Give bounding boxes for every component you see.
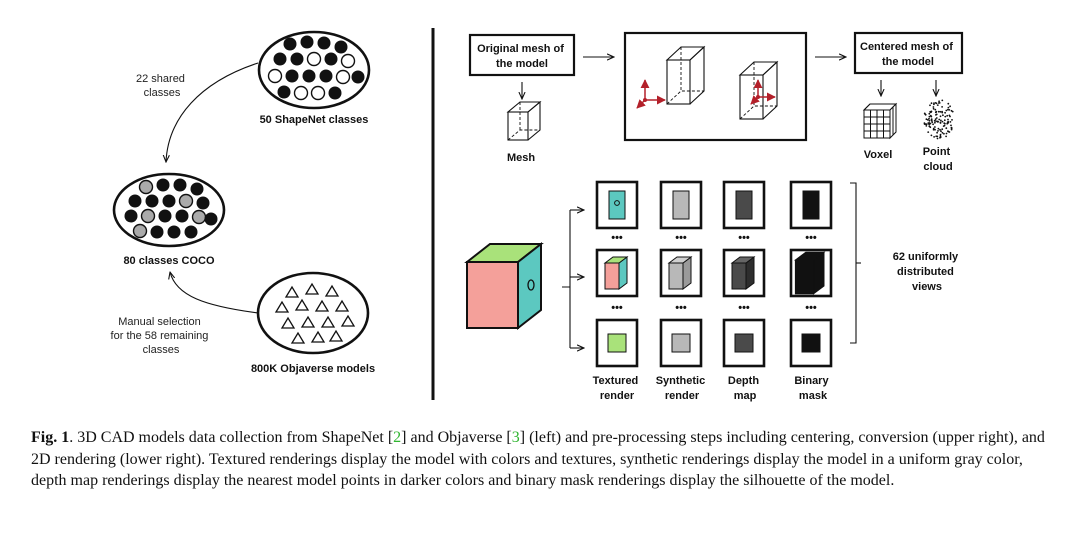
centered-mesh-label: Centered mesh of the model	[860, 41, 956, 68]
render-textured-top	[595, 318, 639, 368]
point-cloud-label: Point cloud	[923, 146, 954, 173]
coco-label: 80 classes COCO	[123, 255, 215, 267]
render-binary-front	[789, 180, 833, 230]
ellipsis-textured-1: •••	[611, 232, 623, 244]
citation-shapenet[interactable]: 2	[393, 429, 402, 446]
objaverse-label: 800K Objaverse models	[251, 363, 375, 375]
render-depth-angled	[722, 248, 766, 298]
objaverse-ellipse	[256, 271, 370, 355]
ellipsis-binary-2: •••	[805, 302, 817, 314]
shapenet-label: 50 ShapeNet classes	[260, 114, 369, 126]
manual-selection-arrow	[170, 272, 259, 314]
render-depth-front	[722, 180, 766, 230]
citation-objaverse[interactable]: 3	[511, 429, 520, 446]
ellipsis-binary-1: •••	[805, 232, 817, 244]
figure-diagram: 50 ShapeNet classes 22 shared classes 80…	[111, 28, 964, 402]
render-grid: ••• ••• ••• ••• ••• ••• ••• •••	[595, 180, 833, 368]
render-depth-top	[722, 318, 766, 368]
ellipsis-depth-2: •••	[738, 302, 750, 314]
caption-text-1: . 3D CAD models data collection from Sha…	[69, 429, 394, 446]
ellipsis-synthetic-1: •••	[675, 232, 687, 244]
voxel-label: Voxel	[864, 149, 893, 161]
column-label-textured: Textured render	[593, 375, 642, 402]
caption-text-3: ] (left) and pre-processing steps includ…	[31, 429, 1045, 489]
render-synthetic-angled	[659, 248, 703, 298]
manual-selection-note: Manual selection for the 58 remaining cl…	[111, 316, 212, 356]
render-synthetic-front	[659, 180, 703, 230]
original-mesh-box	[468, 33, 576, 77]
mesh-cube-icon	[506, 100, 542, 141]
column-label-binary: Binary mask	[794, 375, 831, 402]
ellipsis-depth-1: •••	[738, 232, 750, 244]
figure-caption: Fig. 1. 3D CAD models data collection fr…	[31, 427, 1053, 492]
shapenet-ellipse	[257, 30, 371, 110]
render-binary-angled	[789, 248, 833, 298]
centered-mesh-box	[853, 31, 964, 75]
ellipsis-textured-2: •••	[611, 302, 623, 314]
textured-cube-model	[464, 241, 544, 331]
caption-text-2: ] and Objaverse [	[401, 429, 512, 446]
ellipsis-synthetic-2: •••	[675, 302, 687, 314]
views-bracket	[850, 182, 857, 344]
shared-classes-arrow	[166, 62, 259, 162]
views-note: 62 uniformly distributed views	[893, 251, 961, 293]
shared-classes-note: 22 shared classes	[136, 73, 188, 99]
mesh-label: Mesh	[507, 152, 535, 164]
cube-before-centering	[636, 45, 706, 109]
render-binary-top	[789, 318, 833, 368]
original-mesh-label: Original mesh of the model	[477, 43, 567, 70]
point-cloud-icon	[923, 99, 954, 140]
coco-ellipse	[112, 172, 226, 248]
column-label-synthetic: Synthetic render	[656, 375, 709, 402]
render-textured-angled	[595, 248, 639, 298]
column-label-depth: Depth map	[728, 375, 762, 402]
figure-ref: Fig. 1	[31, 429, 70, 446]
render-branch-arrows	[562, 210, 584, 348]
voxel-icon	[862, 102, 898, 140]
centering-box	[623, 31, 808, 142]
render-textured-front	[595, 180, 639, 230]
render-synthetic-top	[659, 318, 703, 368]
cube-after-centering	[738, 60, 779, 120]
